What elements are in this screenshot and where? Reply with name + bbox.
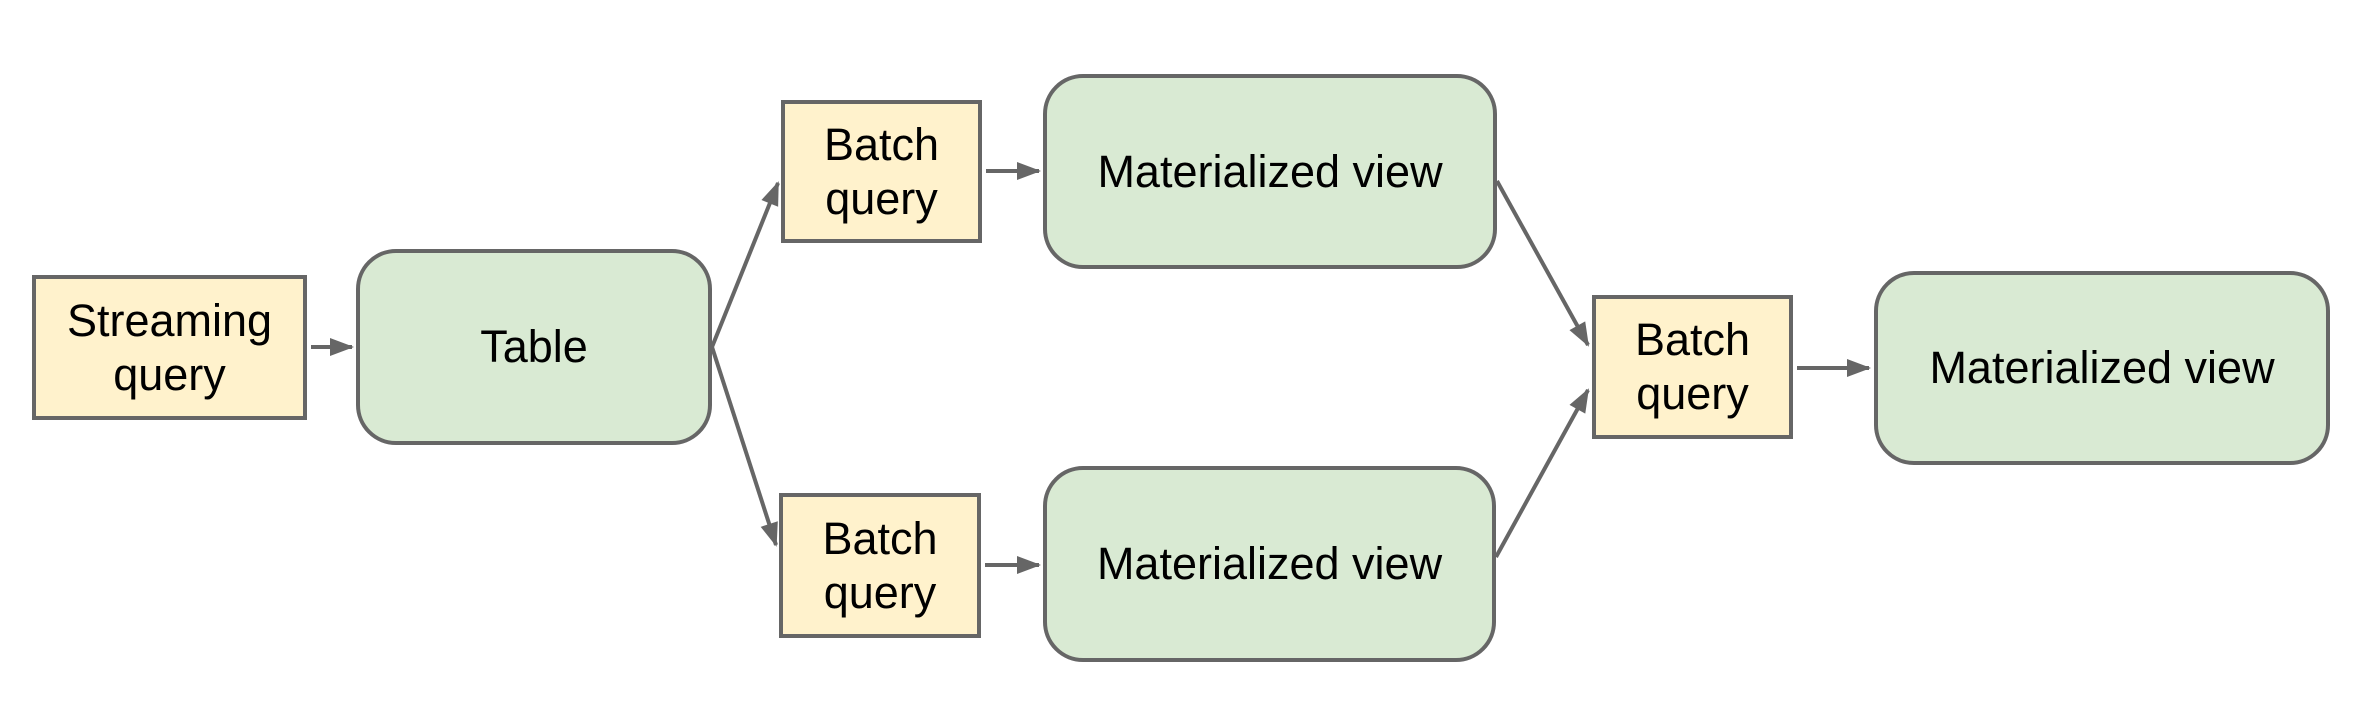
- node-label: Table: [480, 321, 588, 372]
- node-batch-query-right: Batch query: [1592, 295, 1793, 439]
- edge-table-to-batch-query-top: [710, 181, 780, 348]
- node-materialized-view-top: Materialized view: [1043, 74, 1497, 269]
- node-materialized-view-bottom: Materialized view: [1043, 466, 1496, 662]
- node-label: Materialized view: [1096, 538, 1443, 589]
- node-label: Materialized view: [1097, 145, 1443, 197]
- node-batch-query-bottom: Batch query: [779, 493, 981, 638]
- node-label: Streaming query: [66, 294, 273, 400]
- node-label: Batch query: [822, 512, 938, 618]
- edge-table-to-batch-query-bottom: [710, 346, 778, 547]
- node-table: Table: [356, 249, 712, 445]
- node-batch-query-top: Batch query: [781, 100, 982, 243]
- node-materialized-view-right: Materialized view: [1874, 271, 2330, 465]
- edge-materialized-view-bottom-to-batch-query-right: [1494, 388, 1590, 558]
- node-label: Batch query: [823, 118, 940, 224]
- node-label: Batch query: [1634, 314, 1751, 419]
- edge-materialized-view-top-to-batch-query-right: [1495, 180, 1590, 347]
- node-streaming-query: Streaming query: [32, 275, 307, 420]
- node-label: Materialized view: [1929, 342, 2275, 393]
